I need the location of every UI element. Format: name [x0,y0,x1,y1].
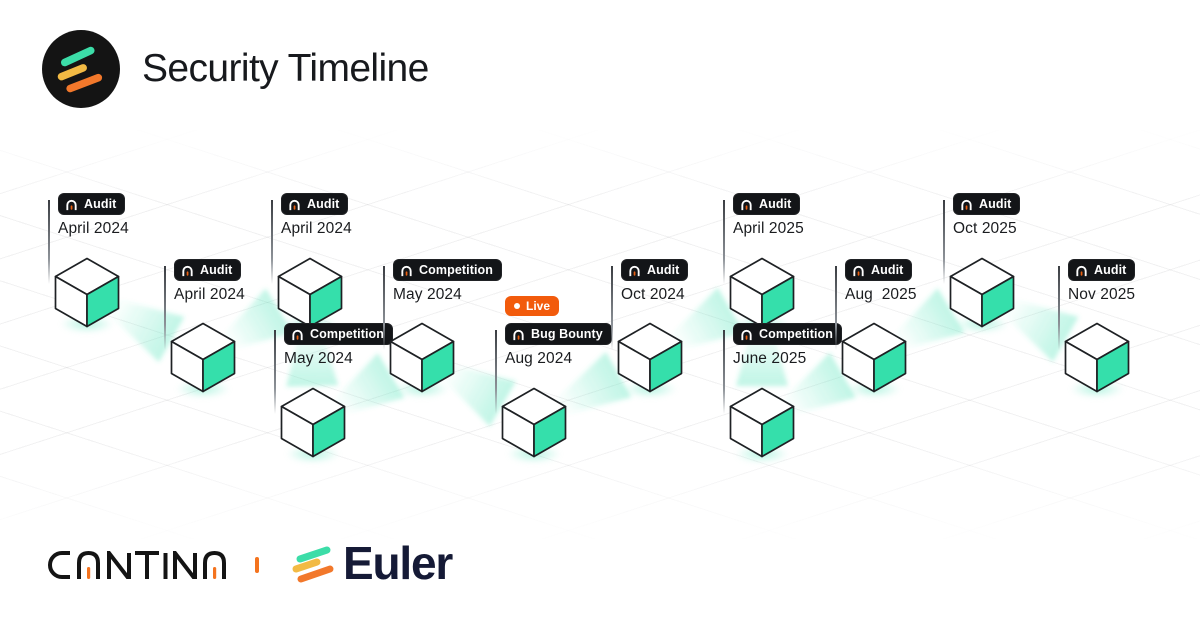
isometric-cube-icon [389,322,455,393]
cantina-arch-icon [182,265,193,276]
event-type-label: Competition [310,327,385,341]
page-title: Security Timeline [142,47,429,90]
beam-trail [333,353,405,415]
isometric-cube-icon [841,322,907,393]
event-date: April 2024 [174,286,245,303]
event-type-badge: Audit [281,193,349,215]
isometric-cube-icon [170,322,236,393]
event-date: June 2025 [733,350,807,367]
event-date: April 2025 [733,220,804,237]
cantina-arch-icon [1076,265,1087,276]
event-type-badge: Audit [953,193,1021,215]
header: Security Timeline [42,30,429,108]
event-type-badge: Audit [845,259,913,281]
event-stem-line [495,330,497,414]
event-stem-line [1058,266,1060,350]
event-type-badge: Competition [393,259,503,281]
euler-logo-text: Euler [343,537,453,589]
event-stem-line [835,266,837,350]
event-stem-line [723,330,725,414]
live-label: Live [526,299,551,313]
event-date: April 2024 [58,220,129,237]
cantina-arch-icon [961,199,972,210]
footer-brand-bar: CANTINA Euler [47,537,453,592]
event-type-label: Audit [647,263,680,277]
beam-trail [893,288,965,350]
event-type-label: Competition [759,327,834,341]
event-stem-line [48,200,50,284]
isometric-cube-icon [1064,322,1130,393]
event-type-label: Bug Bounty [531,327,603,341]
isometric-cube-icon [277,257,343,328]
event-stem-line [723,200,725,284]
isometric-cube-icon [729,257,795,328]
event-date: Oct 2025 [953,220,1017,237]
cantina-arch-icon [513,329,524,340]
beam-trail [442,364,516,427]
cantina-logo [48,551,226,579]
event-type-label: Audit [307,197,340,211]
euler-logo: Euler [287,537,453,592]
event-date: Aug 2025 [845,286,917,303]
event-type-badge: Audit [58,193,126,215]
event-stem-line [164,266,166,350]
euler-logo-icon [292,546,334,583]
event-stem-line [383,266,385,350]
event-date: Aug 2024 [505,350,573,367]
event-type-badge: Audit [174,259,242,281]
euler-mark-logo-icon [42,30,120,108]
event-type-badge: Bug Bounty [505,323,612,345]
isometric-cube-icon [949,257,1015,328]
beam-trail [782,352,856,415]
event-stem-line [611,266,613,350]
cantina-arch-icon [292,329,303,340]
event-date: Nov 2025 [1068,286,1136,303]
cantina-arch-icon [741,329,752,340]
beam-trail [554,351,632,416]
event-stem-line [274,330,276,414]
cantina-arch-icon [66,199,77,210]
event-type-badge: Competition [284,323,394,345]
event-type-label: Competition [419,263,494,277]
isometric-cube-icon [280,387,346,458]
event-type-label: Audit [759,197,792,211]
event-type-badge: Audit [621,259,689,281]
isometric-cube-icon [729,387,795,458]
cantina-arch-icon [741,199,752,210]
isometric-cube-icon [617,322,683,393]
isometric-cube-icon [501,387,567,458]
beam-trail [670,287,744,350]
event-type-badge: Audit [733,193,801,215]
isometric-cube-icon [54,257,120,328]
event-date: April 2024 [281,220,352,237]
live-badge: Live [505,296,560,316]
live-dot-icon [514,303,520,309]
event-date: Oct 2024 [621,286,685,303]
event-stem-line [271,200,273,284]
event-type-label: Audit [200,263,233,277]
cantina-arch-icon [629,265,640,276]
event-type-label: Audit [84,197,117,211]
cantina-arch-icon [853,265,864,276]
event-date: May 2024 [284,350,353,367]
event-stem-line [943,200,945,284]
beam-trail [736,320,788,386]
event-type-badge: Competition [733,323,843,345]
event-type-label: Audit [871,263,904,277]
event-type-label: Audit [1094,263,1127,277]
event-date: May 2024 [393,286,462,303]
cantina-arch-icon [289,199,300,210]
cantina-arch-icon [401,265,412,276]
logo-separator-bar [255,557,259,573]
event-type-badge: Audit [1068,259,1136,281]
event-type-label: Audit [979,197,1012,211]
